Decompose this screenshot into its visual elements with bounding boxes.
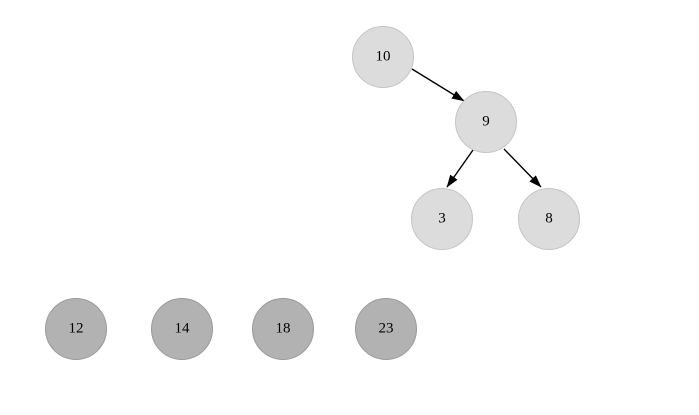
tree-edge-n9-to-n8	[503, 148, 542, 188]
tree-edge-n10-to-n9	[411, 68, 465, 102]
free-node-12[interactable]: 12	[45, 298, 107, 360]
free-node-23[interactable]: 23	[355, 298, 417, 360]
tree-node-9[interactable]: 9	[455, 91, 517, 153]
tree-edge-n9-to-n3	[446, 149, 474, 188]
node-label: 9	[482, 113, 490, 129]
free-node-18[interactable]: 18	[252, 298, 314, 360]
tree-node-3[interactable]: 3	[411, 188, 473, 250]
node-label: 10	[375, 48, 391, 64]
node-label: 14	[174, 320, 190, 336]
node-label: 12	[68, 320, 84, 336]
node-label: 3	[438, 210, 446, 226]
node-label: 8	[545, 210, 553, 226]
node-label: 23	[378, 320, 394, 336]
tree-node-8[interactable]: 8	[518, 188, 580, 250]
tree-node-10[interactable]: 10	[352, 26, 414, 88]
node-label: 18	[275, 320, 291, 336]
free-node-14[interactable]: 14	[151, 298, 213, 360]
